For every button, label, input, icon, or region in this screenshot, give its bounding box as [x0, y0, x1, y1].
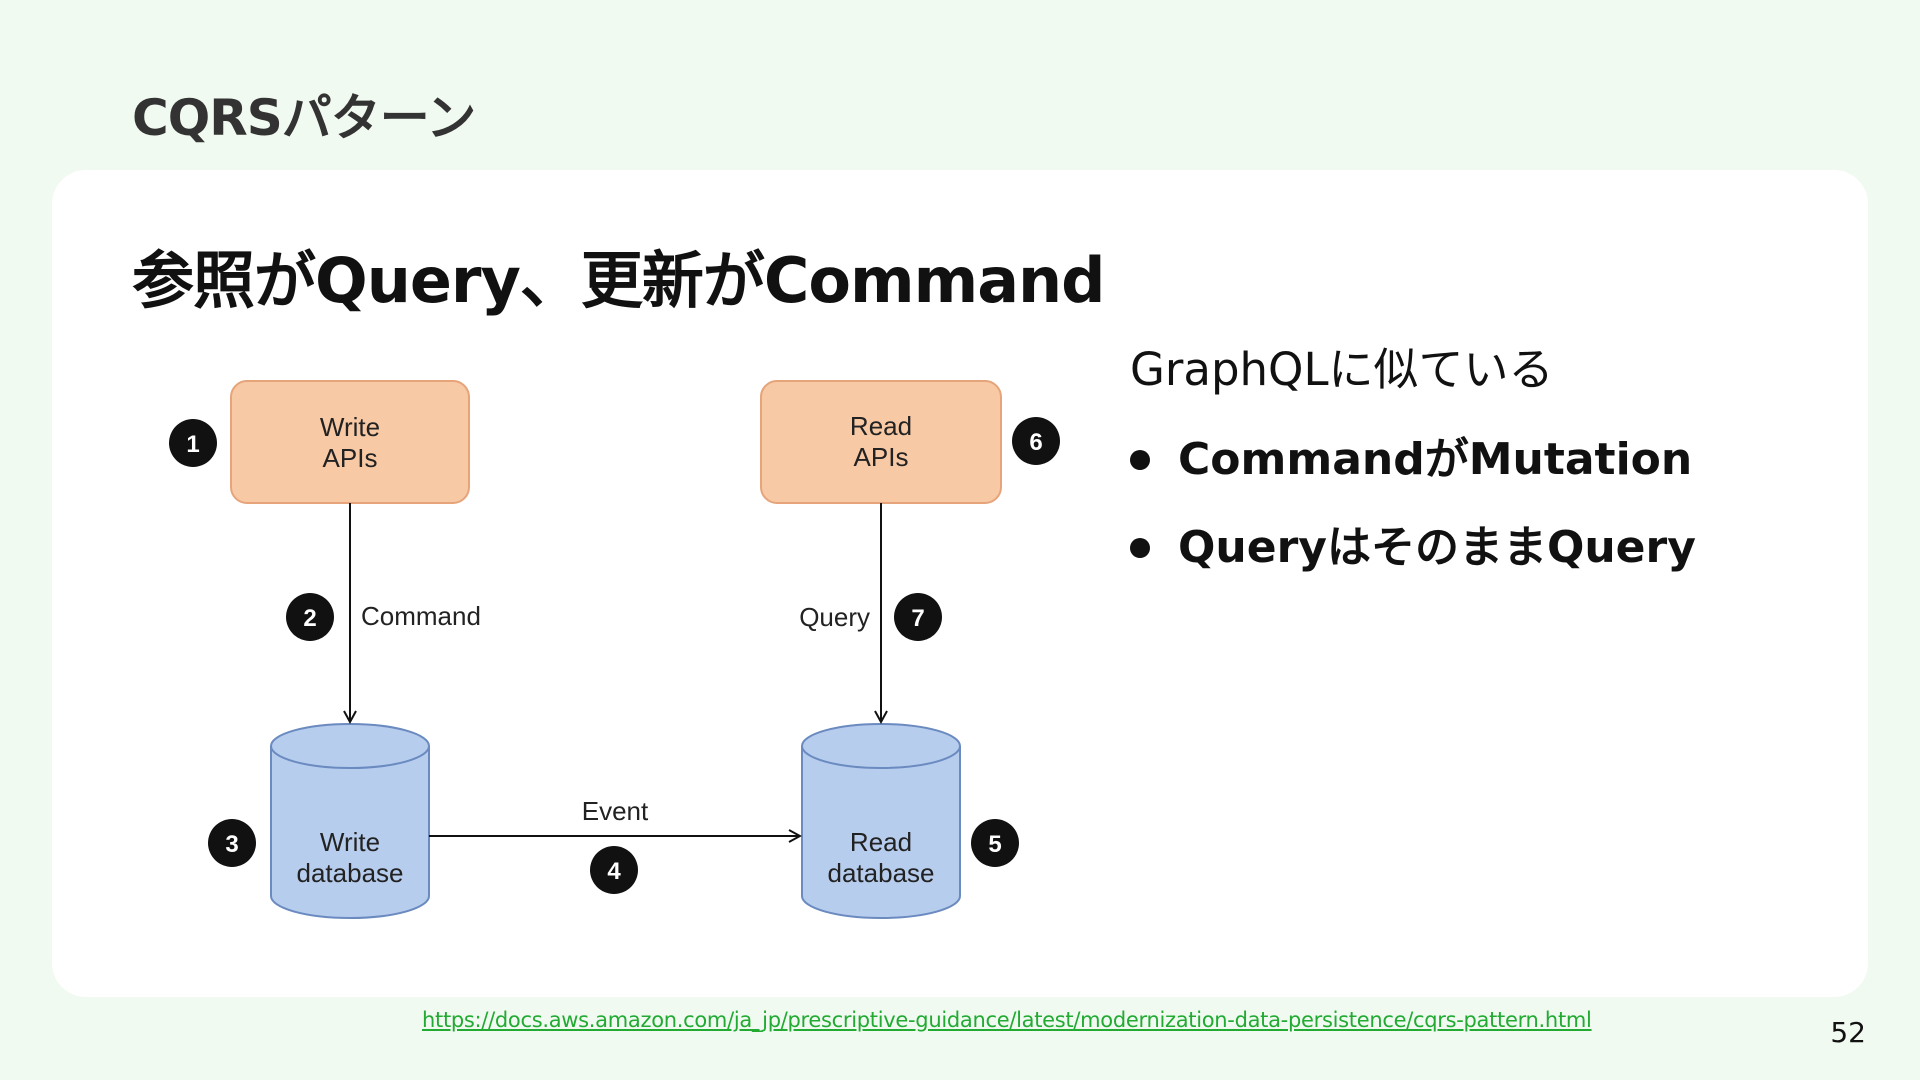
step-badge-3: 3 [208, 819, 256, 867]
card-heading: 参照がQuery、更新がCommand [132, 244, 1106, 317]
read-apis-node: Read APIs [760, 380, 1002, 504]
write-apis-node: Write APIs [230, 380, 470, 504]
read-database-node: Read database [801, 723, 961, 919]
query-edge-label: Query [799, 602, 870, 632]
step-badge-4: 4 [590, 846, 638, 894]
write-database-label-line2: database [297, 858, 404, 888]
read-apis-label-line2: APIs [854, 442, 909, 472]
step-badge-1-label: 1 [186, 431, 199, 458]
event-edge-label: Event [582, 796, 649, 826]
step-badge-7-label: 7 [911, 605, 924, 632]
step-badge-1: 1 [169, 419, 217, 467]
cqrs-diagram: Write APIs Read APIs Write database Read… [169, 380, 1060, 919]
step-badge-4-label: 4 [607, 858, 621, 885]
page-number: 52 [1830, 1016, 1866, 1049]
write-database-top [270, 723, 430, 769]
step-badge-3-label: 3 [225, 831, 238, 858]
bullet-dot [1130, 450, 1150, 470]
notes-list-item: CommandがMutation [1130, 430, 1830, 490]
write-apis-box [230, 380, 470, 504]
step-badge-2-label: 2 [303, 605, 316, 632]
notes-item-text: QueryはそのままQuery [1178, 522, 1696, 573]
notes-list-item: QueryはそのままQuery [1130, 518, 1830, 578]
read-database-body [801, 746, 961, 919]
read-database-label-line1: Read [850, 827, 912, 857]
write-database-body [270, 746, 430, 919]
write-apis-label-line2: APIs [323, 443, 378, 473]
read-apis-label-line1: Read [850, 411, 912, 441]
read-database-top [801, 723, 961, 769]
notes-item-text: CommandがMutation [1178, 434, 1693, 485]
command-edge-label: Command [361, 601, 481, 631]
write-apis-label-line1: Write [320, 412, 380, 442]
source-link[interactable]: https://docs.aws.amazon.com/ja_jp/prescr… [422, 1008, 1592, 1032]
write-database-node: Write database [270, 723, 430, 919]
step-badge-5: 5 [971, 819, 1019, 867]
write-database-label-line1: Write [320, 827, 380, 857]
step-badge-2: 2 [286, 593, 334, 641]
read-database-label-line2: database [828, 858, 935, 888]
notes-panel: GraphQLに似ている CommandがMutation Queryはそのまま… [1130, 340, 1830, 606]
notes-list: CommandがMutation QueryはそのままQuery [1130, 430, 1830, 578]
step-badge-5-label: 5 [988, 831, 1001, 858]
step-badge-6: 6 [1012, 417, 1060, 465]
notes-heading: GraphQLに似ている [1130, 343, 1554, 396]
step-badge-7: 7 [894, 593, 942, 641]
slide-title: CQRSパターン [132, 89, 476, 147]
step-badge-6-label: 6 [1029, 429, 1042, 456]
bullet-dot [1130, 538, 1150, 558]
